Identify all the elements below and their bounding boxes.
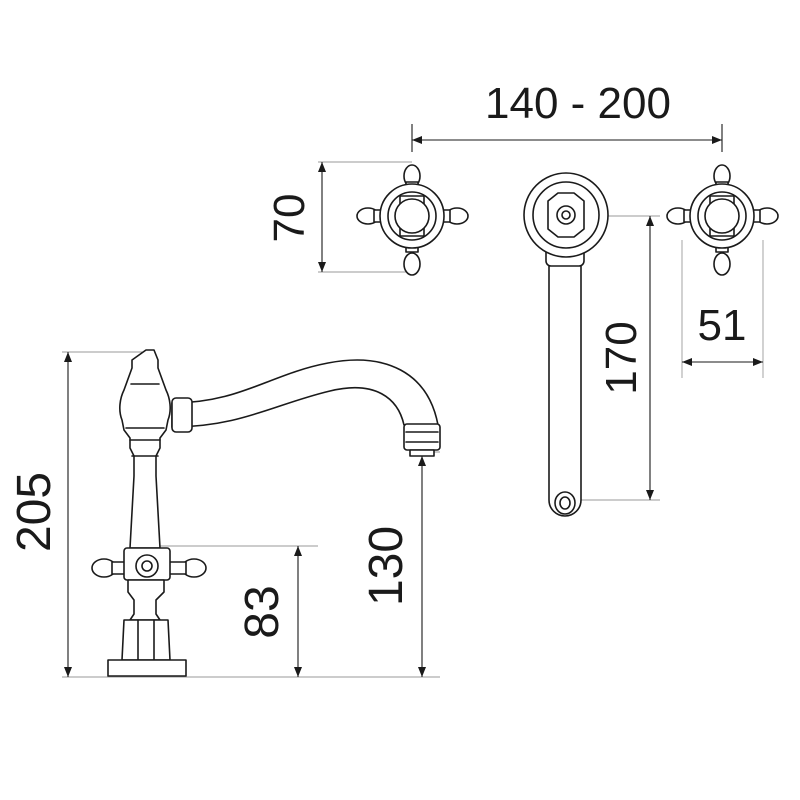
side-faucet bbox=[62, 349, 441, 678]
dim-spread-label: 140 - 200 bbox=[485, 79, 671, 128]
top-right-handle bbox=[666, 164, 779, 378]
dim-handle-axis-height-label: 83 bbox=[236, 585, 289, 638]
dim-spout-outlet-height-label: 130 bbox=[360, 526, 413, 606]
dim-handle-height-label: 70 bbox=[265, 194, 314, 243]
dim-outlet-height-label: 170 bbox=[597, 321, 646, 394]
dimension-lines bbox=[64, 124, 763, 677]
dim-total-height-label: 205 bbox=[8, 472, 61, 552]
top-spout bbox=[523, 172, 660, 517]
dimension-labels: 140 - 200 70 170 51 205 83 130 bbox=[8, 79, 746, 639]
top-left-handle bbox=[318, 161, 469, 276]
dim-handle-width-label: 51 bbox=[698, 301, 747, 350]
